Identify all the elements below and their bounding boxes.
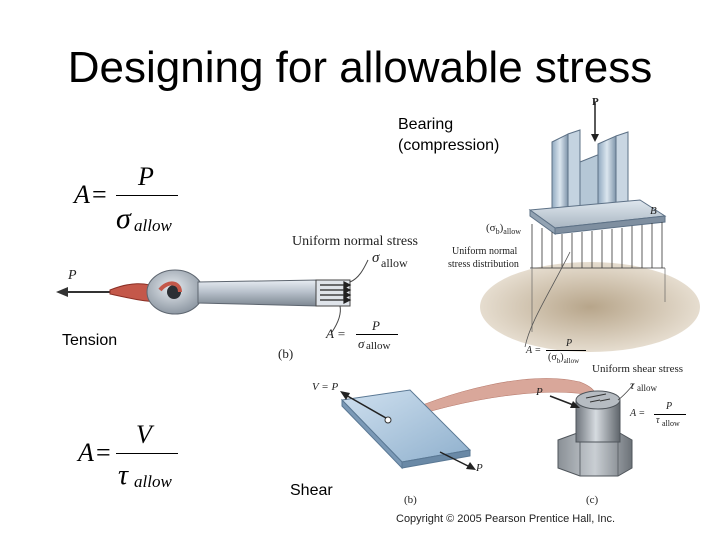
shear-tau: τ	[630, 378, 635, 392]
eq-lhs: A	[74, 180, 90, 209]
fraction-bar	[116, 195, 178, 196]
label-bearing-sub: (compression)	[398, 137, 500, 154]
tension-eq-den-sub: allow	[366, 340, 391, 352]
bearing-eq-bar	[546, 350, 586, 351]
shear-eq-den: τ	[656, 415, 660, 426]
tension-sigma-sub: allow	[381, 256, 408, 270]
shear-vp-label: V = P	[312, 381, 339, 393]
fraction-bar	[116, 453, 178, 454]
ground	[480, 262, 700, 352]
plate-force-arrow	[439, 451, 473, 469]
label-bearing: Bearing	[398, 116, 454, 133]
tension-sigma: σ	[372, 250, 380, 266]
shear-eq-bar	[654, 414, 686, 415]
slide-title: Designing for allowable stress	[67, 43, 653, 92]
tension-eq-num: P	[372, 318, 380, 333]
shear-plate-force-label: P	[476, 462, 483, 474]
tension-title: Uniform normal stress	[292, 234, 418, 249]
leader-line	[617, 383, 635, 401]
bearing-plate-label: B	[650, 205, 657, 217]
copyright: Copyright © 2005 Pearson Prentice Hall, …	[396, 513, 616, 525]
eq-denominator-symbol: τ	[118, 460, 129, 491]
shear-title: Uniform shear stress	[592, 363, 684, 375]
leader-line	[524, 251, 571, 348]
eq-numerator: V	[136, 420, 152, 449]
bearing-stress-arrows	[531, 222, 663, 268]
bearing-eq-lhs: A =	[526, 345, 542, 356]
bearing-stress-label: (σb)allow	[486, 222, 522, 237]
ribbon	[387, 378, 597, 425]
stress-arrows	[320, 281, 352, 304]
leader-line	[349, 259, 369, 283]
eq-sign: =	[92, 180, 107, 209]
bolt-hole	[384, 416, 392, 424]
eq-denominator-symbol: σ	[116, 202, 131, 235]
eq-numerator: P	[138, 162, 154, 191]
shear-stress-arrows	[585, 393, 611, 403]
tension-eq-bar	[356, 334, 398, 335]
tension-figure	[56, 259, 369, 333]
shear-tau-sub: allow	[637, 383, 657, 393]
shear-caption-b: (b)	[404, 494, 417, 506]
equation-shear: A = V τ allow	[64, 420, 194, 500]
tension-force-label: P	[68, 268, 77, 283]
eq-denominator-subscript: allow	[134, 216, 172, 235]
shear-eq-num: P	[666, 401, 673, 412]
bearing-figure	[480, 102, 700, 352]
shear-figure	[340, 378, 635, 477]
bearing-eq-den: (σb)allow	[548, 352, 580, 365]
shear-eq-lhs: A =	[630, 408, 646, 419]
bearing-dist-line2: stress distribution	[448, 259, 519, 270]
label-tension: Tension	[62, 332, 118, 349]
force-arrowhead	[56, 287, 68, 297]
equation-normal: A = P σ allow	[60, 162, 190, 242]
eq-denominator-subscript: allow	[134, 472, 172, 491]
shear-eq-den-sub: allow	[662, 419, 680, 428]
bearing-eq-num: P	[566, 338, 573, 349]
leader-line	[331, 305, 341, 333]
tension-eq-lhs: A =	[326, 326, 346, 341]
shear-bolt-force-label: P	[536, 386, 543, 398]
bearing-force-label: P	[592, 96, 599, 108]
label-shear: Shear	[290, 482, 333, 499]
bearing-dist-line1: Uniform normal	[452, 246, 518, 257]
tension-eq-den: σ	[358, 336, 365, 351]
eq-lhs: A	[78, 438, 94, 467]
tension-caption: (b)	[278, 346, 294, 361]
eq-sign: =	[96, 438, 111, 467]
shear-force-arrow	[343, 393, 387, 419]
bar	[197, 279, 329, 307]
shear-caption-c: (c)	[586, 494, 599, 506]
